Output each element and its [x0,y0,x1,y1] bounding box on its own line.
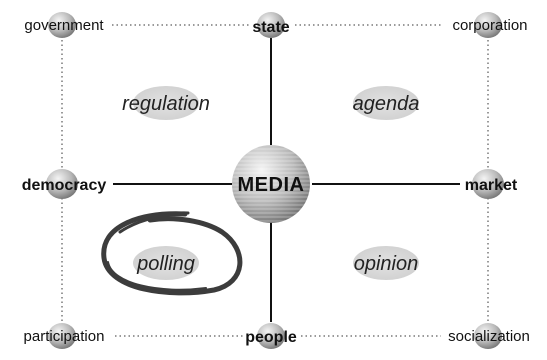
label-market: market [465,177,518,194]
quadrant-regulation-ellipse [133,86,199,120]
label-media: MEDIA [238,174,305,196]
label-socialization: socialization [448,328,530,345]
label-participation: participation [24,328,105,345]
quadrant-opinion-ellipse [353,246,419,280]
sphere-socialization [474,323,502,349]
highlight-stroke-1 [101,211,243,296]
label-regulation: regulation [122,93,210,115]
highlight-stroke-2 [118,211,190,234]
quadrant-agenda-ellipse [353,86,419,120]
label-agenda: agenda [353,93,420,115]
sphere-market [472,169,504,199]
node-labels: government state corporation democracy M… [22,17,530,346]
highlight-stroke-3 [107,261,207,291]
quadrant-ellipses [133,86,419,280]
label-democracy: democracy [22,177,107,194]
sphere-people [257,323,285,349]
label-polling: polling [136,253,195,275]
sphere-participation [48,323,76,349]
polling-highlight-circle [101,211,243,296]
sphere-government [48,12,76,38]
sphere-state [257,12,285,38]
label-corporation: corporation [452,17,527,34]
label-state: state [252,19,289,36]
frame-dotted-lines [61,24,489,337]
quadrant-labels: regulation agenda polling opinion [122,93,419,275]
node-spheres [46,12,504,349]
label-opinion: opinion [354,253,419,275]
media-sphere-stripes [232,145,310,223]
sphere-democracy [46,169,78,199]
quadrant-polling-ellipse [133,246,199,280]
sphere-corporation [474,12,502,38]
label-people: people [245,329,297,346]
media-sphere [232,145,310,223]
axis-lines [113,38,460,322]
label-government: government [24,17,104,34]
